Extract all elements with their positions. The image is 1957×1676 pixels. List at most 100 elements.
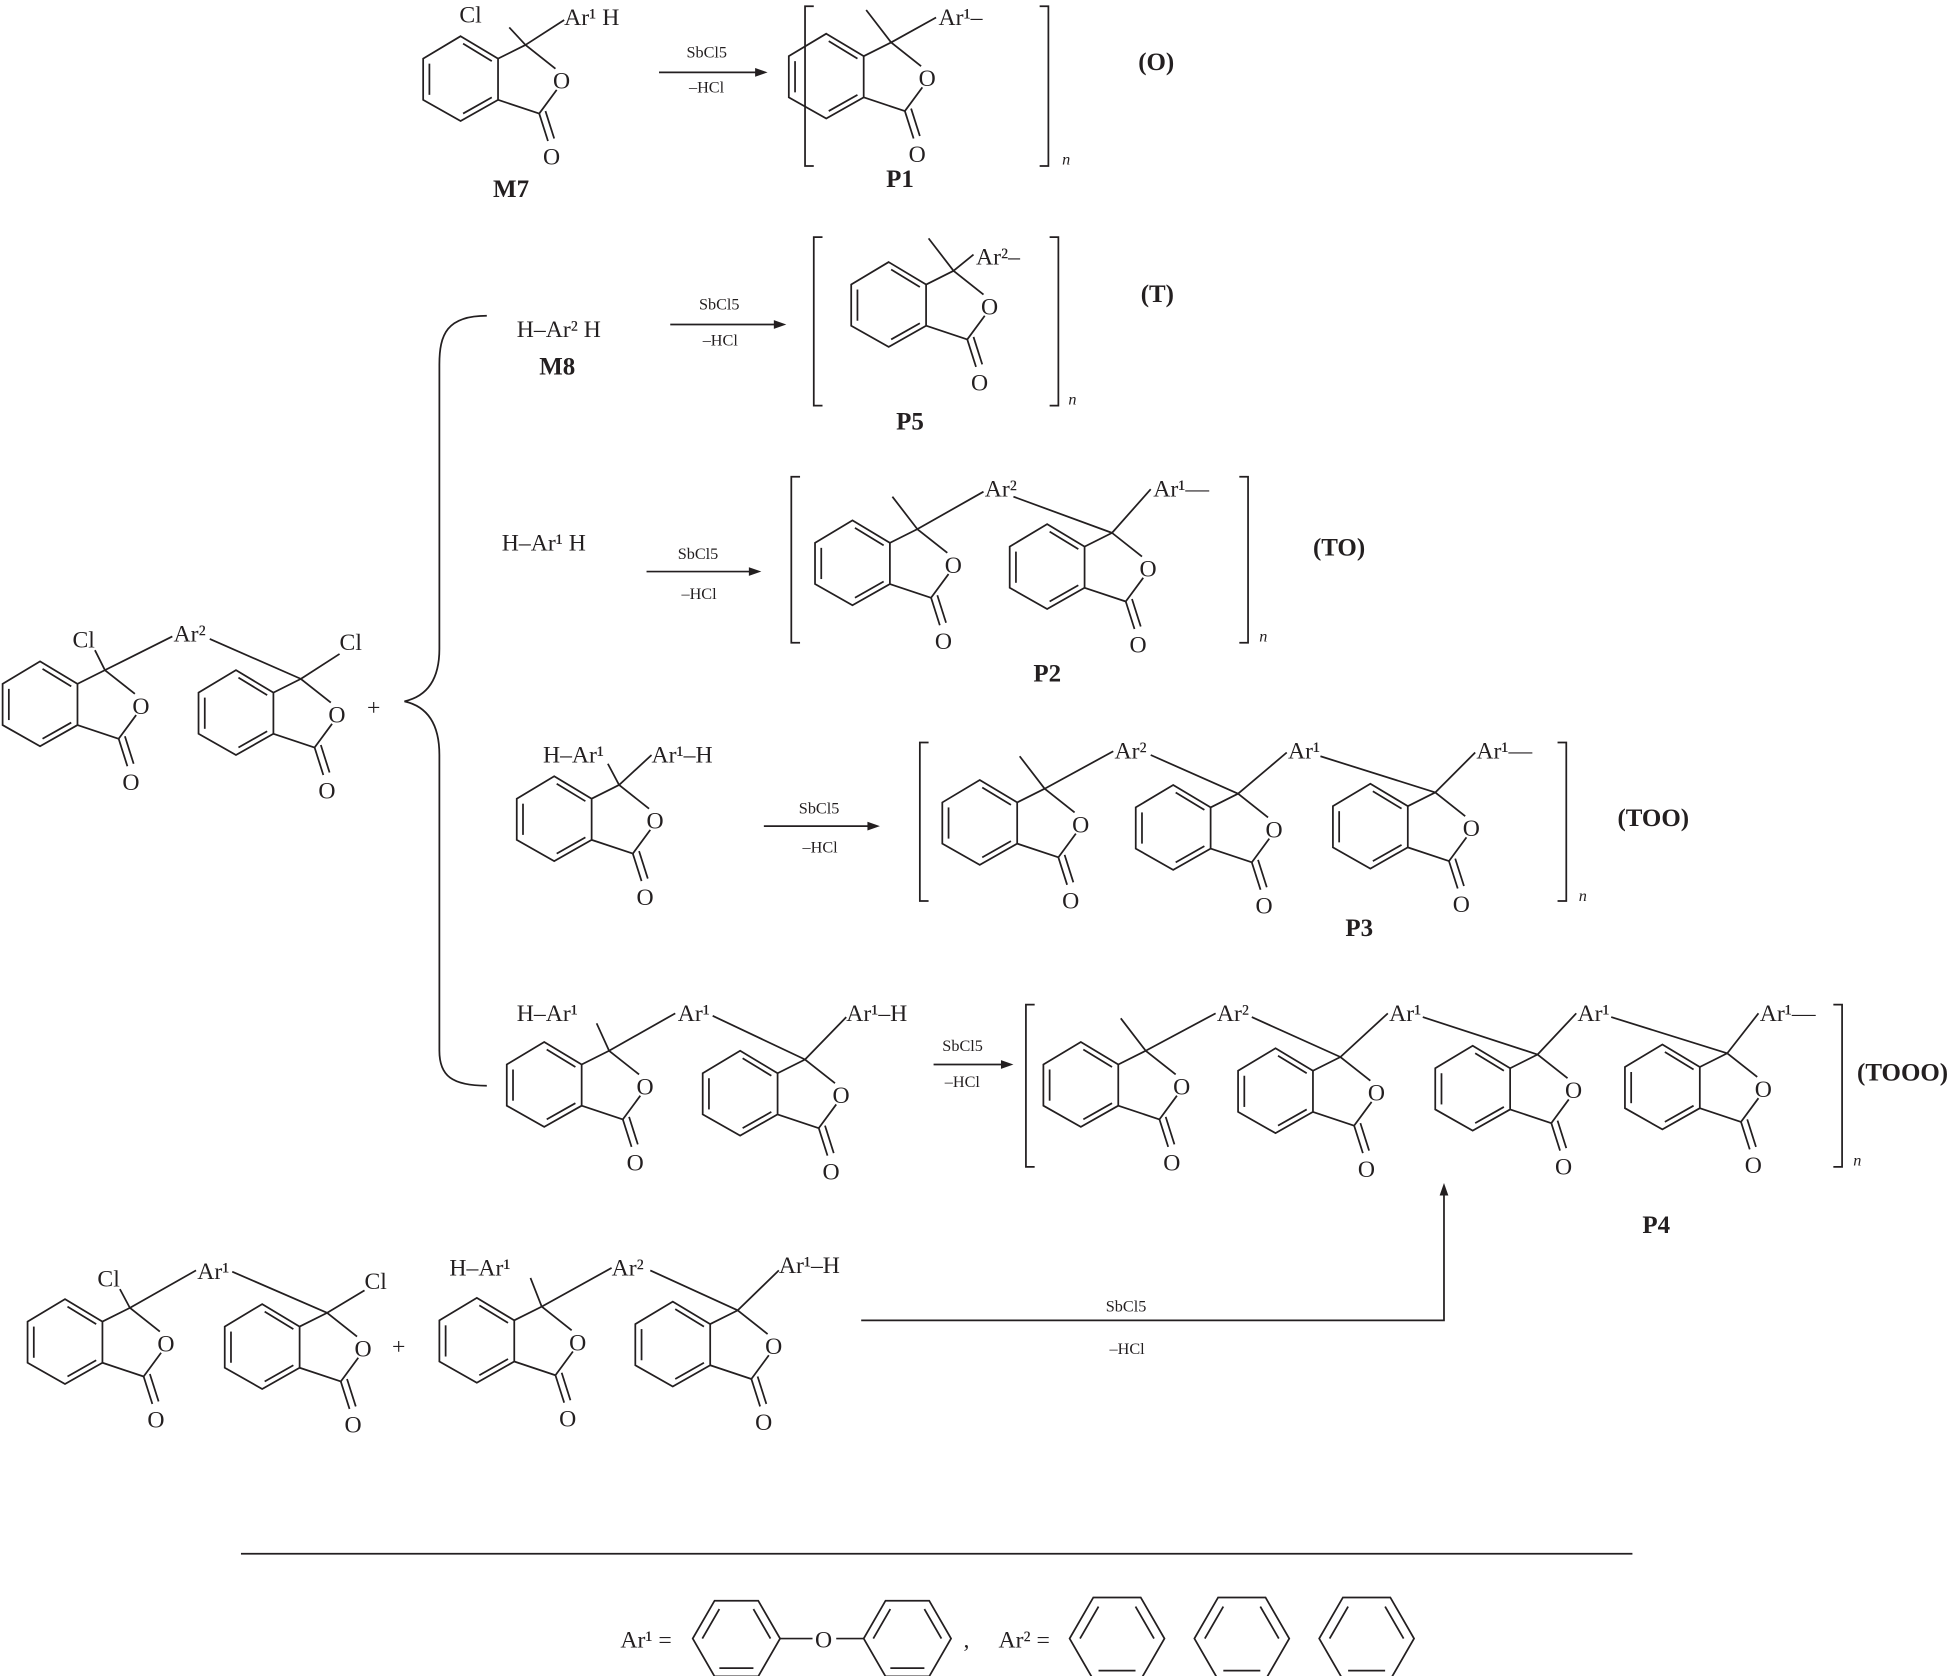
carbonyl-bond (1353, 1125, 1364, 1154)
n-subscript: n (1062, 151, 1070, 169)
bond (618, 754, 653, 786)
bond (300, 653, 341, 680)
carbonyl-bond (750, 1378, 761, 1407)
carbonyl-bond (930, 597, 941, 626)
double-bond (1082, 1102, 1113, 1121)
arrowhead (748, 567, 762, 576)
reagent: SbCl5 (686, 43, 727, 61)
cl-label: Cl (97, 1267, 120, 1293)
bond (618, 784, 650, 810)
double-bond (478, 1304, 509, 1324)
carbonyl-bond (117, 738, 129, 767)
n-subscript: n (1068, 390, 1076, 408)
bond (1013, 495, 1113, 534)
bond (1536, 1012, 1577, 1056)
bond (1407, 791, 1436, 807)
tag-TOOO: (TOOO) (1857, 1060, 1948, 1087)
bond (1016, 787, 1046, 804)
bond (119, 1288, 131, 1309)
m7-label: M7 (493, 176, 529, 203)
carbonyl-bond (628, 1116, 639, 1145)
bond (497, 44, 526, 60)
phthalide-unit: OO (515, 775, 664, 911)
double-bond (42, 721, 72, 740)
benzene-ring (515, 775, 593, 863)
bond (863, 96, 906, 112)
bond (608, 1050, 640, 1076)
double-bond (674, 1308, 705, 1328)
bond (737, 1309, 769, 1335)
bond (231, 1270, 328, 1314)
bond (777, 1113, 820, 1129)
bond (102, 1361, 144, 1378)
reagent: SbCl5 (678, 545, 719, 563)
carbonyl-bond (936, 595, 947, 623)
double-bond (981, 786, 1012, 806)
double-bond (828, 94, 858, 112)
bond (554, 1351, 574, 1376)
bond (541, 1267, 613, 1308)
methyl-stub (891, 496, 919, 530)
n-subscript: n (1579, 887, 1587, 905)
benzene-ring (26, 1298, 104, 1385)
bond (1740, 1097, 1760, 1123)
phthalide-unit: OO (1042, 1017, 1190, 1177)
phthalide-units: OOOOOOOOOOOOOOOOOOOOOOOOOOOOOOOOOOOOOOOO… (1, 9, 1772, 1439)
p2-label: P2 (1033, 660, 1061, 687)
carbonyl-bond (544, 110, 556, 139)
double-bond (556, 782, 586, 802)
bond (712, 1015, 806, 1061)
bond (1084, 586, 1127, 603)
ring-oxygen: O (1139, 557, 1156, 583)
carbonyl-bond (554, 1374, 566, 1403)
bond (209, 638, 302, 680)
bond (925, 270, 954, 286)
bond (1353, 1101, 1373, 1127)
phthalide-unit: OO (505, 1041, 654, 1177)
benzene-ring (850, 261, 927, 348)
carbonyl-oxygen: O (122, 770, 139, 796)
p4-label-1: Ar¹ (1389, 1001, 1421, 1027)
double-bond (1277, 1108, 1308, 1127)
bond (608, 1012, 676, 1052)
bond (890, 16, 937, 44)
bond (1407, 846, 1450, 862)
bond (1312, 1111, 1355, 1127)
bond (541, 1305, 573, 1332)
bond (538, 89, 558, 115)
ring-oxygen: O (1368, 1081, 1385, 1107)
carbonyl-bond (1746, 1119, 1757, 1148)
carbonyl-oxygen: O (543, 145, 560, 171)
ring-oxygen: O (765, 1334, 782, 1360)
double-bond (67, 1305, 97, 1325)
ring-oxygen: O (637, 1074, 654, 1100)
carbonyl-oxygen: O (935, 629, 952, 655)
bond (525, 19, 565, 46)
double-bond (462, 96, 493, 115)
carbonyl-bond (124, 736, 135, 765)
double-bond (1134, 1606, 1155, 1639)
bond (104, 669, 136, 695)
bond (804, 1058, 836, 1084)
benzene-ring (701, 1049, 779, 1137)
ring-oxygen: O (945, 553, 962, 579)
carbonyl-oxygen: O (1453, 892, 1470, 918)
bond (1145, 1012, 1217, 1052)
benzene-ring (1434, 1044, 1512, 1132)
benzene-ring (1624, 1043, 1701, 1131)
tag-TO: (TO) (1313, 534, 1365, 561)
carbonyl-bond (1257, 859, 1268, 888)
carbonyl-bond (966, 339, 977, 368)
phthalide-unit: OO (1332, 782, 1480, 918)
benzene-ring (1008, 523, 1086, 611)
bond (273, 732, 315, 749)
double-bond (854, 527, 885, 547)
double-bond (828, 40, 858, 60)
double-bond (264, 1310, 294, 1330)
bond (1210, 847, 1253, 864)
double-bond (890, 268, 921, 288)
double-bond (1372, 844, 1402, 862)
double-bond (1474, 1106, 1505, 1124)
bond (1084, 532, 1113, 548)
tooo-m-right: Ar¹–H (846, 1001, 907, 1027)
